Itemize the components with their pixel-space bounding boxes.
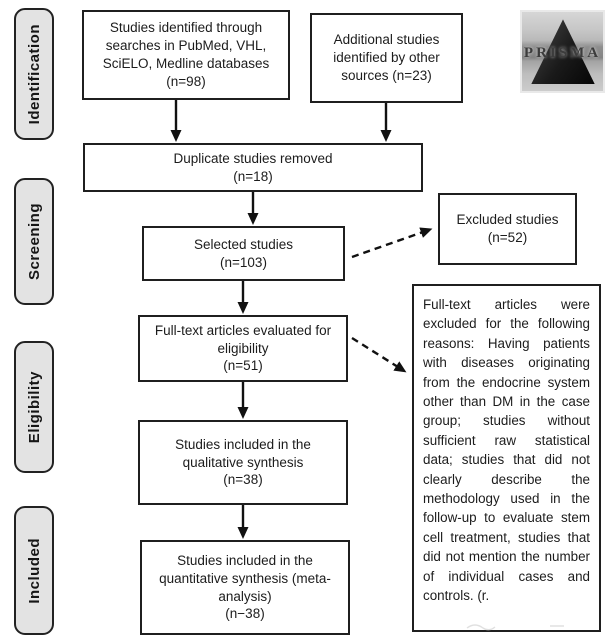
box-duplicates-removed: Duplicate studies removed (n=18) [83, 143, 423, 192]
box-text: Full-text articles were excluded for the… [423, 297, 590, 604]
box-quantitative-synthesis: Studies included in the quantitative syn… [140, 540, 350, 635]
stage-badge-eligibility: Eligibility [14, 341, 54, 473]
stage-badge-identification: Identification [14, 8, 54, 140]
box-selected-studies: Selected studies (n=103) [142, 226, 345, 281]
box-excluded-studies: Excluded studies (n=52) [438, 193, 577, 265]
box-text: Studies included in the quantitative syn… [159, 552, 331, 604]
box-count: (n=103) [220, 254, 267, 270]
box-studies-identified: Studies identified through searches in P… [82, 10, 290, 100]
box-text: Full-text articles evaluated for eligibi… [154, 322, 332, 356]
box-text: Studies included in the qualitative synt… [175, 436, 311, 470]
stage-badge-screening: Screening [14, 178, 54, 305]
stage-label: Identification [25, 23, 43, 125]
box-text: Excluded studies [456, 212, 559, 228]
box-text: Duplicate studies removed [173, 150, 333, 166]
box-text: Studies identified through searches in P… [102, 20, 270, 71]
box-count: (n=98) [166, 73, 206, 89]
prisma-logo: PRISMA [520, 10, 605, 93]
box-count: (n=51) [223, 358, 263, 374]
stage-label: Eligibility [25, 370, 43, 444]
box-count: (n=52) [487, 230, 528, 245]
smudge-artifact [466, 624, 564, 631]
box-qualitative-synthesis: Studies included in the qualitative synt… [138, 420, 348, 505]
box-fulltext-evaluated: Full-text articles evaluated for eligibi… [138, 315, 348, 382]
dashed-arrow-selected-to-excluded [351, 227, 433, 259]
stage-label: Screening [25, 202, 43, 281]
stage-badge-included: Included [14, 506, 54, 635]
box-text: Additional studies identified by other s… [333, 32, 440, 83]
prisma-logo-text: PRISMA [523, 45, 602, 61]
box-count: (n−38) [225, 606, 265, 622]
stage-label: Included [25, 537, 43, 604]
box-additional-studies: Additional studies identified by other s… [310, 13, 463, 103]
dashed-arrow-fulltext-to-reasons [351, 336, 407, 373]
box-count: (n=18) [233, 168, 273, 184]
box-count: (n=38) [223, 472, 263, 488]
box-text: Selected studies [193, 236, 294, 252]
box-exclusion-reasons: Full-text articles were excluded for the… [412, 284, 601, 632]
